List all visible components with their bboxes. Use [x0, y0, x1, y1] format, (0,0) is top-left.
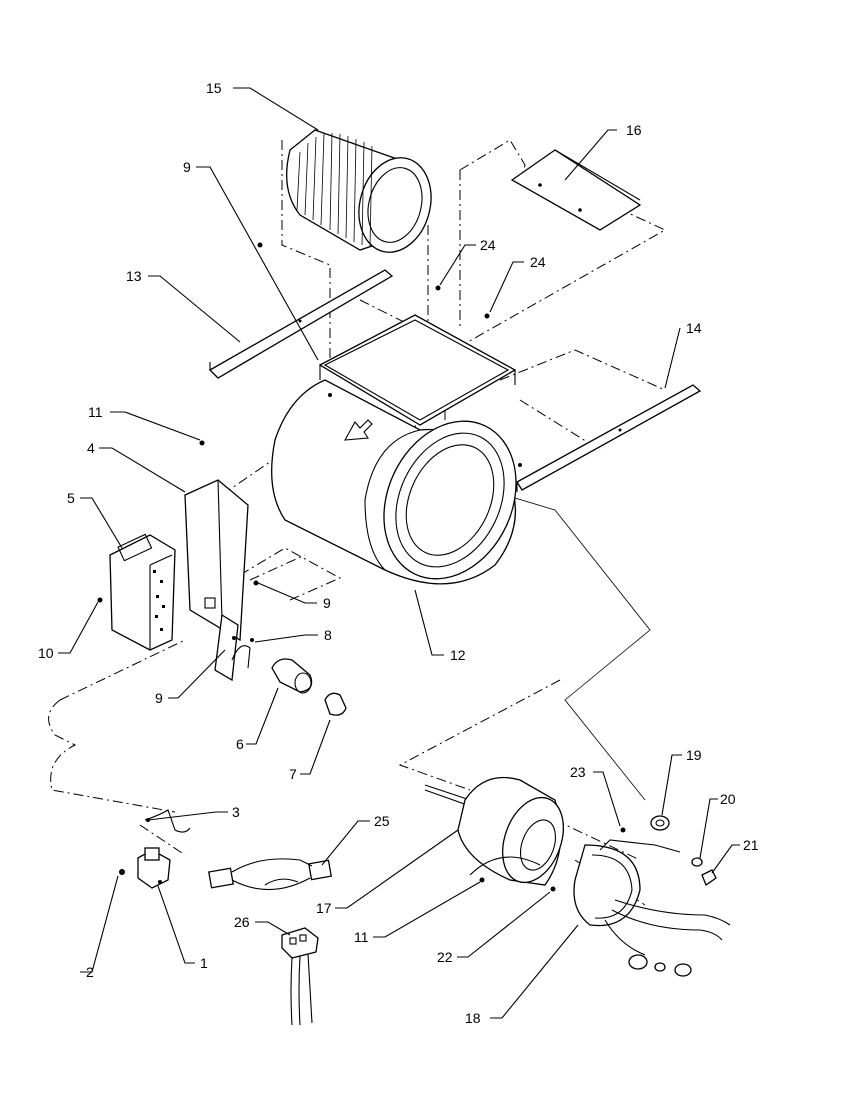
wiring-harness	[208, 858, 332, 891]
callout-labels: 15 16 9 24 24 13 14 11 4 5 9 10 8 12 9 6…	[38, 80, 759, 1026]
callout-10: 10	[38, 645, 54, 661]
screw-10	[97, 597, 103, 603]
screw-23	[620, 827, 626, 833]
screw-24-b	[484, 313, 490, 319]
blower-motor	[424, 776, 564, 886]
motor-mount	[573, 839, 731, 977]
blower-wheel	[286, 129, 432, 253]
blower-housing	[271, 314, 522, 585]
callout-1: 1	[200, 955, 208, 971]
callout-19: 19	[686, 747, 702, 763]
callout-2: 2	[86, 964, 94, 980]
callout-6: 6	[236, 736, 244, 752]
mounting-bracket	[184, 479, 249, 682]
control-board	[109, 533, 176, 651]
callout-22: 22	[437, 949, 453, 965]
callout-8: 8	[324, 627, 332, 643]
callout-18: 18	[465, 1010, 481, 1026]
left-rail	[208, 269, 394, 379]
callout-14: 14	[686, 320, 702, 336]
callout-leaders	[58, 87, 740, 1019]
capacitor	[271, 658, 313, 694]
capacitor-boot	[324, 692, 347, 716]
rocker-switch	[137, 847, 171, 889]
grommet	[650, 815, 670, 831]
callout-26: 26	[234, 914, 250, 930]
right-rail	[516, 384, 702, 492]
callout-9: 9	[183, 159, 191, 175]
callout-23: 23	[570, 764, 586, 780]
callout-20: 20	[720, 791, 736, 807]
wire-lead	[144, 809, 191, 833]
callout-24: 24	[530, 254, 546, 270]
switch-screw	[119, 869, 125, 875]
screw-22	[550, 886, 556, 892]
callout-13: 13	[126, 268, 142, 284]
callout-3: 3	[232, 804, 240, 820]
callout-15: 15	[206, 80, 222, 96]
callout-7: 7	[289, 766, 297, 782]
callout-21: 21	[743, 837, 759, 853]
callout-17: 17	[316, 900, 332, 916]
bolt	[701, 869, 717, 887]
callout-24: 24	[480, 237, 496, 253]
screw-24-a	[435, 285, 441, 291]
capacitor-strap	[231, 636, 254, 669]
callout-11: 11	[354, 929, 369, 945]
callout-16: 16	[626, 122, 642, 138]
callout-5: 5	[67, 490, 75, 506]
screw-9-mid	[253, 580, 259, 586]
top-cover-plate	[510, 149, 642, 231]
callout-25: 25	[374, 813, 390, 829]
callout-4: 4	[87, 440, 95, 456]
callout-9: 9	[155, 690, 163, 706]
screw-9-top	[257, 242, 263, 248]
washer	[691, 857, 703, 867]
wiring-plug	[281, 927, 319, 1026]
callout-11: 11	[88, 404, 103, 420]
callout-12: 12	[450, 647, 466, 663]
callout-9: 9	[323, 595, 331, 611]
screw-11-top	[199, 440, 205, 446]
